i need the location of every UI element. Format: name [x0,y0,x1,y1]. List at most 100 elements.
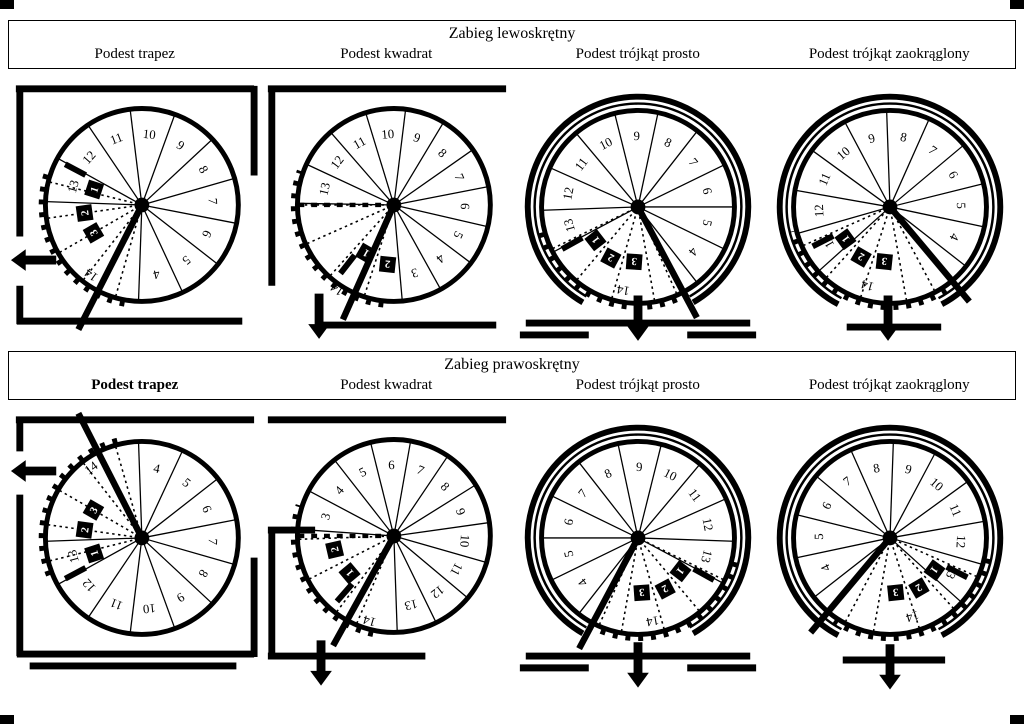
svg-text:10: 10 [597,135,615,153]
svg-text:7: 7 [451,172,467,184]
svg-text:6: 6 [388,458,395,472]
svg-text:3: 3 [318,511,333,521]
svg-text:7: 7 [206,198,220,206]
svg-text:9: 9 [903,462,913,477]
svg-text:3: 3 [880,255,887,268]
svg-text:12: 12 [700,517,716,532]
svg-text:11: 11 [572,155,591,173]
column-labels: Podest trapez Podest kwadrat Podest trój… [9,45,1015,64]
winder-step-marker: 1 [834,228,857,251]
svg-text:1: 1 [927,564,940,575]
column-label-trojkat-prosto: Podest trójkąt prosto [575,376,700,393]
svg-text:8: 8 [438,479,453,493]
winder-step-marker: 2 [325,539,345,559]
column-label-kwadrat: Podest kwadrat [340,46,433,62]
svg-text:1: 1 [840,233,853,244]
svg-text:11: 11 [108,130,125,147]
svg-text:4: 4 [818,561,834,573]
crop-mark [0,0,14,9]
winder-step-marker: 1 [84,179,105,200]
winder-step-marker: 1 [84,543,105,564]
svg-text:13: 13 [316,181,333,197]
svg-text:5: 5 [954,202,968,209]
crop-mark [1010,0,1024,9]
svg-text:10: 10 [834,144,853,163]
svg-text:6: 6 [945,169,961,182]
svg-text:12: 12 [428,582,447,601]
svg-text:5: 5 [180,475,194,490]
svg-text:13: 13 [65,548,82,564]
svg-text:4: 4 [152,461,162,476]
section-left-turn: Zabieg lewoskrętny Podest trapez Podest … [8,20,1016,345]
svg-text:8: 8 [872,461,881,476]
svg-text:13: 13 [65,179,82,195]
svg-text:6: 6 [199,503,215,515]
svg-text:13: 13 [561,217,578,233]
direction-arrow [10,459,26,482]
svg-text:12: 12 [80,576,99,595]
column-label-trojkat-zaokraglony: Podest trójkąt zaokrąglony [808,376,970,393]
svg-text:11: 11 [447,560,465,577]
svg-text:4: 4 [685,245,700,259]
winder-step-marker: 2 [75,520,94,539]
winder-step-marker: 2 [654,578,676,600]
svg-text:5: 5 [812,533,826,540]
svg-text:9: 9 [174,590,187,605]
direction-arrow [627,326,649,341]
svg-text:1: 1 [590,234,603,246]
svg-text:10: 10 [142,127,156,142]
svg-text:2: 2 [79,526,92,533]
direction-arrow [877,326,899,341]
svg-text:13: 13 [698,548,715,564]
column-label-kwadrat: Podest kwadrat [340,376,433,393]
svg-text:7: 7 [841,473,855,488]
svg-text:8: 8 [602,466,614,481]
svg-text:10: 10 [142,601,156,616]
svg-text:11: 11 [685,486,704,504]
svg-text:8: 8 [435,146,449,161]
winder-step-marker: 2 [75,204,94,222]
svg-text:14: 14 [645,613,661,629]
svg-text:2: 2 [329,545,342,553]
direction-arrow [310,670,332,686]
svg-text:3: 3 [87,227,100,238]
svg-text:9: 9 [633,129,640,143]
svg-text:3: 3 [88,504,101,515]
svg-text:7: 7 [686,155,701,169]
svg-text:3: 3 [410,265,420,280]
svg-text:7: 7 [415,462,427,478]
svg-text:12: 12 [953,535,968,548]
section-header-right-turn: Zabieg prawoskrętny Podest trapez Podest… [8,350,1016,400]
section-title: Zabieg prawoskrętny [444,355,580,373]
winder-step-marker: 1 [355,242,377,265]
svg-text:11: 11 [351,134,369,152]
svg-text:4: 4 [575,575,590,589]
svg-text:3: 3 [631,255,638,267]
svg-text:9: 9 [412,130,423,145]
svg-text:3: 3 [638,586,645,598]
svg-text:6: 6 [199,228,215,240]
winder-step-marker: 3 [625,253,643,271]
svg-text:10: 10 [457,534,472,548]
svg-text:7: 7 [205,538,219,546]
winder-step-marker: 1 [923,558,946,581]
svg-text:14: 14 [327,280,346,299]
winder-step-marker: 2 [600,247,622,269]
svg-text:1: 1 [674,565,687,577]
svg-text:4: 4 [946,231,962,243]
column-label-trojkat-zaokraglony: Podest trójkąt zaokrąglony [808,46,970,62]
svg-text:4: 4 [433,251,447,266]
svg-text:1: 1 [344,566,357,578]
svg-text:3: 3 [892,585,899,598]
svg-text:1: 1 [88,548,101,557]
winder-step-marker: 3 [875,253,893,271]
